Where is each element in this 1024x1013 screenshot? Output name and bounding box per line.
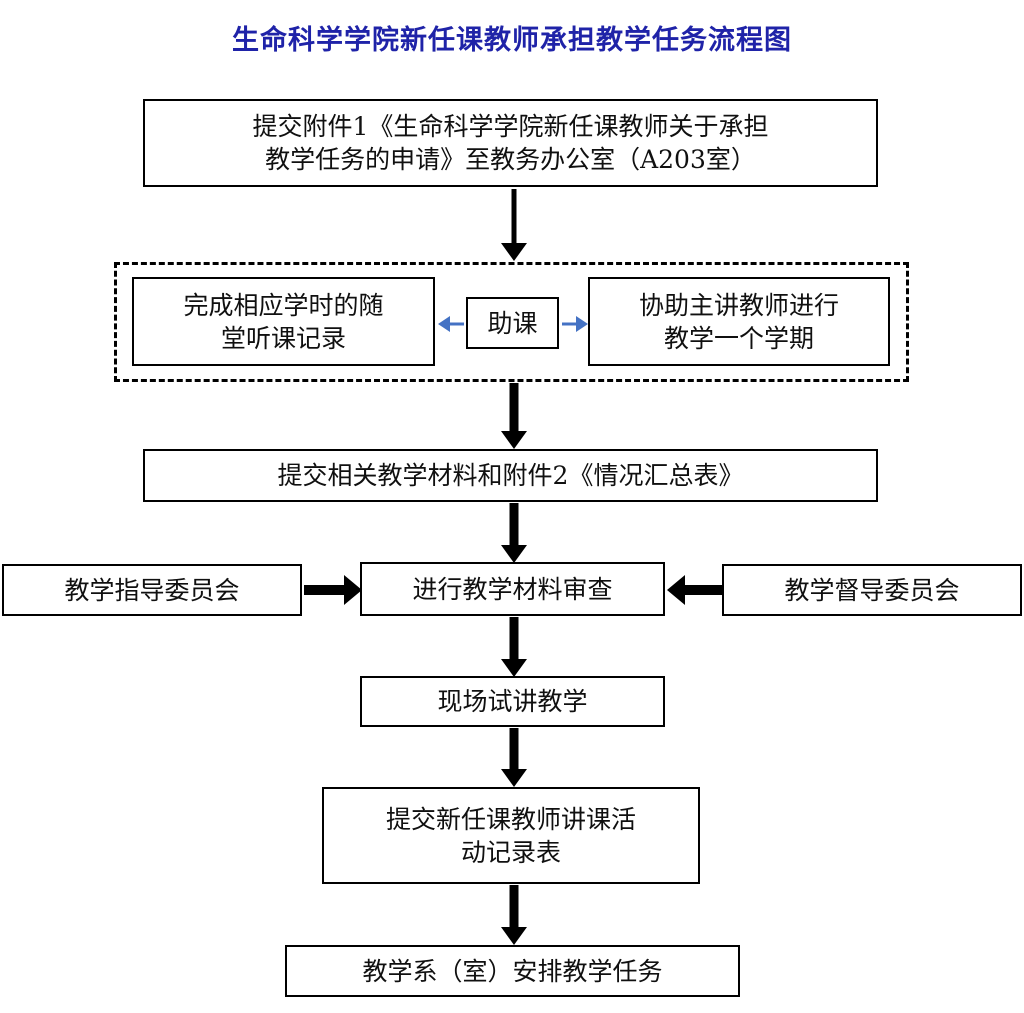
down-arrow-stem — [509, 503, 519, 547]
node-material-review-text: 进行教学材料审查 — [412, 574, 613, 604]
node-lecture-record[interactable]: 提交新任课教师讲课活 动记录表 — [322, 787, 700, 884]
right-arrow-stem — [562, 322, 578, 326]
node-trial-lecture-text: 现场试讲教学 — [437, 687, 588, 716]
left-arrow-stem — [448, 322, 464, 326]
arrow-assist-to-teaching — [562, 310, 588, 338]
down-arrow-stem — [509, 383, 519, 433]
node-listening-record-line1: 完成相应学时的随 — [183, 290, 384, 320]
node-listening-record[interactable]: 完成相应学时的随 堂听课记录 — [132, 277, 435, 366]
node-submit-materials[interactable]: 提交相关教学材料和附件2《情况汇总表》 — [143, 449, 878, 502]
down-arrow-icon — [501, 927, 527, 945]
arrow-assist-to-materials — [497, 383, 531, 449]
right-arrow-stem — [304, 585, 346, 595]
arrow-materials-to-review — [497, 503, 531, 563]
down-arrow-stem — [509, 885, 519, 929]
down-arrow-icon — [501, 545, 527, 563]
node-assist-teaching-line2: 教学一个学期 — [663, 323, 814, 353]
node-assist-teaching-line1: 协助主讲教师进行 — [638, 290, 839, 320]
down-arrow-stem — [509, 728, 519, 771]
node-supervision-committee-text: 教学督导委员会 — [784, 575, 960, 605]
node-submit-application-line2: 教学任务的申请》至教务办公室（A203室） — [265, 145, 756, 174]
node-submit-application[interactable]: 提交附件1《生命科学学院新任课教师关于承担 教学任务的申请》至教务办公室（A20… — [143, 99, 878, 187]
node-assist-teaching[interactable]: 协助主讲教师进行 教学一个学期 — [588, 277, 890, 366]
node-listening-record-line2: 堂听课记录 — [220, 323, 346, 353]
node-lecture-record-line1: 提交新任课教师讲课活 — [385, 804, 636, 834]
left-arrow-stem — [683, 585, 725, 595]
node-department-assign[interactable]: 教学系（室）安排教学任务 — [285, 945, 740, 997]
node-guidance-committee[interactable]: 教学指导委员会 — [2, 564, 302, 616]
right-arrow-icon — [576, 316, 588, 332]
down-arrow-icon — [501, 769, 527, 787]
down-arrow-stem — [509, 617, 519, 661]
node-material-review[interactable]: 进行教学材料审查 — [360, 562, 665, 616]
arrow-guidance-to-review — [304, 575, 362, 605]
arrow-application-to-assist — [497, 189, 531, 261]
arrow-record-to-assign — [497, 885, 531, 945]
node-assist-label[interactable]: 助课 — [466, 297, 559, 349]
page-title: 生命科学学院新任课教师承担教学任务流程图 — [232, 25, 792, 56]
arrow-assist-to-listening — [438, 310, 464, 338]
node-department-assign-text: 教学系（室）安排教学任务 — [362, 956, 663, 986]
down-arrow-stem — [511, 189, 517, 245]
arrow-trial-to-record — [497, 728, 531, 787]
assist-phase-group — [114, 262, 909, 382]
left-arrow-icon — [667, 575, 685, 605]
node-assist-label-text: 助课 — [487, 308, 538, 338]
node-lecture-record-line2: 动记录表 — [460, 837, 561, 867]
node-trial-lecture[interactable]: 现场试讲教学 — [360, 676, 665, 727]
node-submit-materials-text: 提交相关教学材料和附件2《情况汇总表》 — [277, 461, 744, 490]
down-arrow-icon — [501, 431, 527, 449]
right-arrow-icon — [344, 575, 362, 605]
node-supervision-committee[interactable]: 教学督导委员会 — [722, 564, 1022, 616]
down-arrow-icon — [501, 243, 527, 261]
arrow-supervision-to-review — [667, 575, 725, 605]
node-submit-application-line1: 提交附件1《生命科学学院新任课教师关于承担 — [252, 112, 769, 141]
down-arrow-icon — [501, 659, 527, 677]
arrow-review-to-trial — [497, 617, 531, 677]
left-arrow-icon — [438, 316, 450, 332]
node-guidance-committee-text: 教学指导委员会 — [64, 575, 240, 605]
